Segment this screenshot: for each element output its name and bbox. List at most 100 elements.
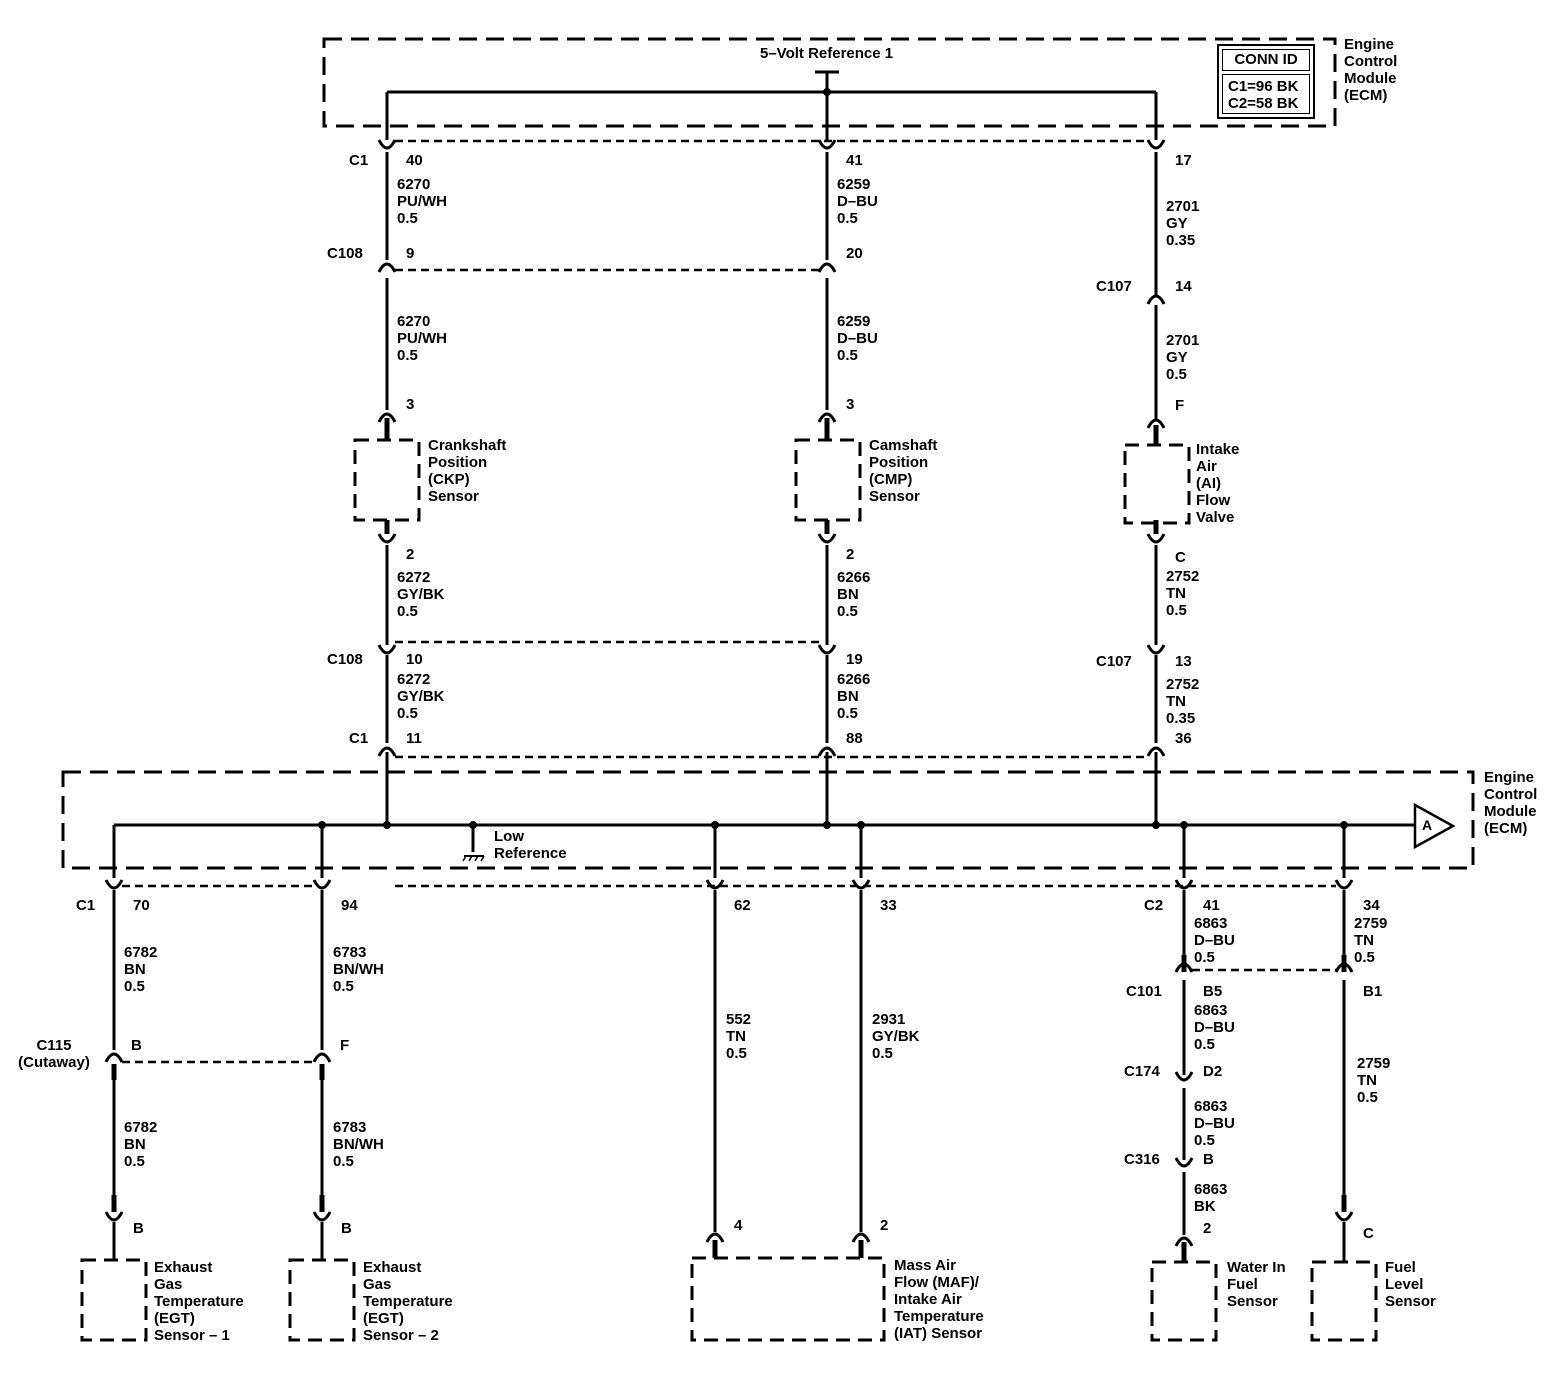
ckp-box bbox=[353, 438, 421, 522]
wire-2931: 2931 GY/BK 0.5 bbox=[872, 1011, 920, 1062]
egt1-box bbox=[80, 1258, 148, 1342]
pin-9: 9 bbox=[406, 245, 415, 262]
ckp-pin-3: 3 bbox=[406, 396, 415, 413]
cmp-pin-2: 2 bbox=[846, 546, 855, 563]
egt2-box bbox=[288, 1258, 356, 1342]
c115-pin-b: B bbox=[131, 1037, 142, 1054]
conn-c1-top: C1 bbox=[349, 152, 369, 169]
pin-36: 36 bbox=[1175, 730, 1192, 747]
pin-70: 70 bbox=[133, 897, 150, 914]
cmp-box bbox=[794, 438, 862, 522]
pin-10: 10 bbox=[406, 651, 423, 668]
wire-6272-b: 6272 GY/BK 0.5 bbox=[397, 671, 445, 722]
conn-c115: C115 (Cutaway) bbox=[18, 1037, 90, 1071]
wire-2752-b: 2752 TN 0.35 bbox=[1166, 676, 1200, 727]
wif-pin-2: 2 bbox=[1203, 1220, 1212, 1237]
ref-label: 5–Volt Reference 1 bbox=[760, 45, 894, 62]
wire-2701-a: 2701 GY 0.35 bbox=[1166, 198, 1200, 249]
wire-6270-b: 6270 PU/WH 0.5 bbox=[397, 313, 447, 364]
conn-c101: C101 bbox=[1126, 983, 1162, 1000]
cmp-sensor-label: Camshaft Position (CMP) Sensor bbox=[869, 437, 938, 505]
ai-pin-c: C bbox=[1175, 549, 1186, 566]
pin-41: 41 bbox=[846, 152, 863, 169]
wire-2701-b: 2701 GY 0.5 bbox=[1166, 332, 1200, 383]
pin-40: 40 bbox=[406, 152, 423, 169]
wire-6782-a: 6782 BN 0.5 bbox=[124, 944, 158, 995]
conn-c108-a: C108 bbox=[327, 245, 363, 262]
maf-pin-4: 4 bbox=[734, 1217, 743, 1234]
conn-c174: C174 bbox=[1124, 1063, 1160, 1080]
conn-c107-a: C107 bbox=[1096, 278, 1132, 295]
wire-6266-b: 6266 BN 0.5 bbox=[837, 671, 871, 722]
pin-33: 33 bbox=[880, 897, 897, 914]
conn-c1-bottom: C1 bbox=[76, 897, 96, 914]
pin-62: 62 bbox=[734, 897, 751, 914]
conn-c316: C316 bbox=[1124, 1151, 1160, 1168]
ecm-top-box bbox=[322, 37, 1337, 128]
pin-41-c2: 41 bbox=[1203, 897, 1220, 914]
maf-iat-sensor-label: Mass Air Flow (MAF)/ Intake Air Temperat… bbox=[894, 1257, 984, 1342]
c101-pin-b5: B5 bbox=[1203, 983, 1223, 1000]
wire-6270-a: 6270 PU/WH 0.5 bbox=[397, 176, 447, 227]
wire-2759-b: 2759 TN 0.5 bbox=[1357, 1055, 1391, 1106]
conn-id-title: CONN ID bbox=[1222, 49, 1310, 71]
wire-6863-c: 6863 D–BU 0.5 bbox=[1194, 1098, 1235, 1149]
cmp-pin-3: 3 bbox=[846, 396, 855, 413]
wire-6266-a: 6266 BN 0.5 bbox=[837, 569, 871, 620]
conn-c107-b: C107 bbox=[1096, 653, 1132, 670]
egt-sensor-1-label: Exhaust Gas Temperature (EGT) Sensor – 1 bbox=[154, 1259, 244, 1344]
wire-6863-b: 6863 D–BU 0.5 bbox=[1194, 1002, 1235, 1053]
water-in-fuel-sensor-label: Water In Fuel Sensor bbox=[1227, 1259, 1286, 1310]
wire-6272-a: 6272 GY/BK 0.5 bbox=[397, 569, 445, 620]
pin-88: 88 bbox=[846, 730, 863, 747]
maf-pin-2: 2 bbox=[880, 1217, 889, 1234]
offpage-arrow bbox=[1413, 802, 1456, 850]
c316-pin-b: B bbox=[1203, 1151, 1214, 1168]
wire-2759-a: 2759 TN 0.5 bbox=[1354, 915, 1388, 966]
pin-94: 94 bbox=[341, 897, 358, 914]
ckp-pin-2: 2 bbox=[406, 546, 415, 563]
c115-pin-f: F bbox=[340, 1037, 350, 1054]
fuel-box bbox=[1310, 1260, 1378, 1342]
wif-box bbox=[1150, 1260, 1218, 1342]
ecm-top-label: Engine Control Module (ECM) bbox=[1344, 36, 1398, 104]
c101-pin-b1: B1 bbox=[1363, 983, 1383, 1000]
maf-box bbox=[690, 1256, 886, 1342]
low-reference-label: Low Reference bbox=[494, 828, 567, 862]
egt1-pin-b: B bbox=[133, 1220, 144, 1237]
conn-id-c1: C1=96 BK bbox=[1228, 78, 1299, 95]
pin-34: 34 bbox=[1363, 897, 1380, 914]
conn-c108-b: C108 bbox=[327, 651, 363, 668]
pin-13: 13 bbox=[1175, 653, 1192, 670]
fuel-pin-c: C bbox=[1363, 1225, 1374, 1242]
conn-c2: C2 bbox=[1144, 897, 1164, 914]
ecm-bottom-label: Engine Control Module (ECM) bbox=[1484, 769, 1538, 837]
pin-11: 11 bbox=[406, 730, 422, 747]
egt-sensor-2-label: Exhaust Gas Temperature (EGT) Sensor – 2 bbox=[363, 1259, 453, 1344]
conn-id-body: C1=96 BK C2=58 BK bbox=[1222, 74, 1310, 114]
pin-14: 14 bbox=[1175, 278, 1192, 295]
fuel-level-sensor-label: Fuel Level Sensor bbox=[1385, 1259, 1436, 1310]
ai-box bbox=[1123, 443, 1191, 525]
egt2-pin-b: B bbox=[341, 1220, 352, 1237]
c174-pin-d2: D2 bbox=[1203, 1063, 1223, 1080]
pin-20: 20 bbox=[846, 245, 863, 262]
wire-6782-b: 6782 BN 0.5 bbox=[124, 1119, 158, 1170]
wire-6259-a: 6259 D–BU 0.5 bbox=[837, 176, 878, 227]
wire-6783-b: 6783 BN/WH 0.5 bbox=[333, 1119, 384, 1170]
conn-id-c2: C2=58 BK bbox=[1228, 95, 1299, 112]
wire-6863-a: 6863 D–BU 0.5 bbox=[1194, 915, 1235, 966]
ckp-sensor-label: Crankshaft Position (CKP) Sensor bbox=[428, 437, 507, 505]
wire-6259-b: 6259 D–BU 0.5 bbox=[837, 313, 878, 364]
pin-19: 19 bbox=[846, 651, 863, 668]
ai-flow-valve-label: Intake Air (AI) Flow Valve bbox=[1196, 441, 1240, 526]
wire-6783-a: 6783 BN/WH 0.5 bbox=[333, 944, 384, 995]
wire-552: 552 TN 0.5 bbox=[726, 1011, 752, 1062]
ecm-bottom-box bbox=[61, 770, 1475, 870]
wire-6863-d: 6863 BK bbox=[1194, 1181, 1228, 1215]
ai-pin-f: F bbox=[1175, 397, 1185, 414]
conn-c1-mid: C1 bbox=[349, 730, 369, 747]
offpage-ref-label: A bbox=[1422, 817, 1433, 833]
